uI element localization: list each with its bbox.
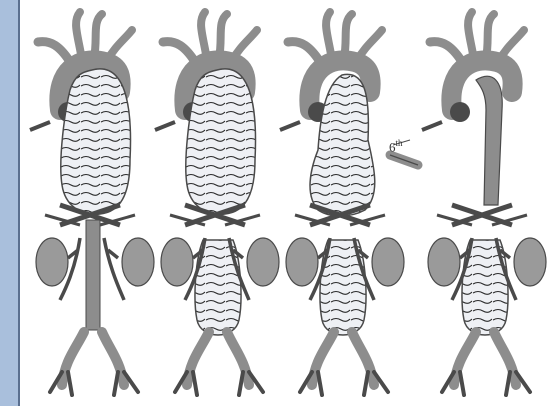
coronary-stub: [155, 122, 175, 130]
aorta-panel-1: [30, 12, 154, 395]
right-kidney: [247, 238, 279, 286]
aorta-repair-illustration: [20, 0, 554, 406]
iliac-arteries: [312, 332, 374, 385]
right-kidney: [122, 238, 154, 286]
coronary-stub: [30, 122, 50, 130]
left-kidney: [428, 238, 460, 286]
left-kidney: [161, 238, 193, 286]
aorta-panel-3: [280, 12, 404, 395]
thoracic-aneurysm: [186, 69, 256, 214]
coronary-stub: [280, 122, 300, 130]
left-kidney: [286, 238, 318, 286]
abdominal-aorta: [86, 220, 100, 330]
aorta-panel-4: [422, 12, 546, 395]
coronary-stub: [422, 122, 442, 130]
iliac-arteries: [187, 332, 249, 385]
thoracic-aneurysm: [310, 74, 375, 216]
iliac-arteries: [454, 332, 516, 385]
stage-suffix: th: [396, 138, 403, 148]
right-kidney: [372, 238, 404, 286]
thoracic-aneurysm: [61, 69, 131, 214]
aortic-root: [450, 102, 470, 122]
figure-frame: 6th: [18, 0, 554, 406]
stage-annotation: 6th: [389, 138, 403, 155]
right-kidney: [514, 238, 546, 286]
iliac-arteries: [62, 332, 124, 385]
aorta-panel-2: [155, 12, 279, 395]
left-kidney: [36, 238, 68, 286]
thoracic-graft: [476, 76, 502, 205]
